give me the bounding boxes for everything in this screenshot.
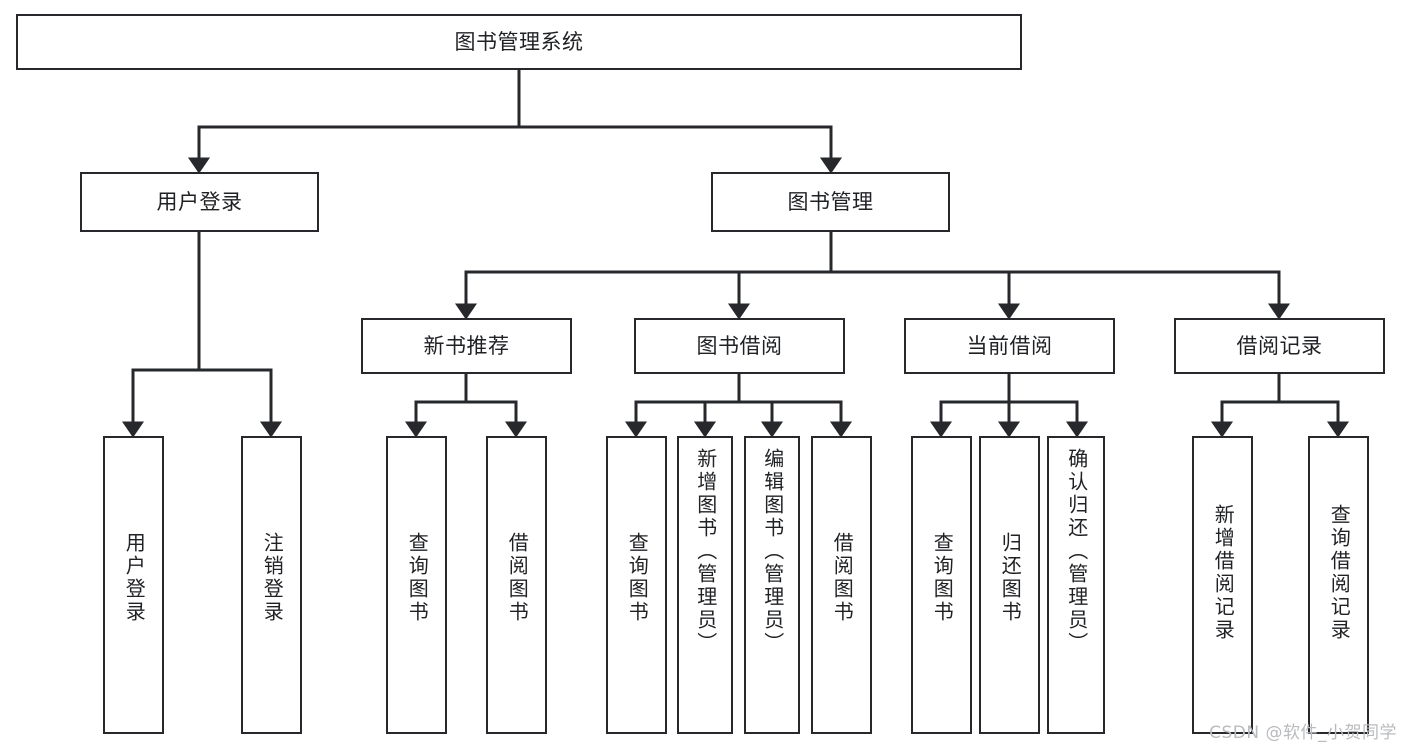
- node-book-management[interactable]: 图书管理: [711, 172, 950, 232]
- leaf-new-book-query[interactable]: 查询图书: [386, 436, 447, 734]
- leaf-record-query[interactable]: 查询借阅记录: [1308, 436, 1369, 734]
- leaf-logout-label: 注销登录: [260, 532, 285, 624]
- node-book-borrow-label: 图书借阅: [696, 333, 783, 358]
- leaf-new-book-query-label: 查询图书: [405, 532, 430, 624]
- leaf-borrow-query-book-label: 查询图书: [625, 532, 650, 624]
- leaf-borrow-query-book[interactable]: 查询图书: [606, 436, 667, 734]
- node-user-login-label: 用户登录: [156, 189, 243, 214]
- leaf-borrow-add-book[interactable]: 新增图书（管理员）: [677, 436, 733, 734]
- leaf-record-query-label: 查询借阅记录: [1327, 504, 1352, 642]
- node-borrow-record-label: 借阅记录: [1236, 333, 1323, 358]
- leaf-current-confirm-return-label: 确认归还（管理员）: [1064, 448, 1089, 655]
- leaf-new-book-borrow[interactable]: 借阅图书: [486, 436, 547, 734]
- leaf-borrow-borrow-book-label: 借阅图书: [830, 532, 855, 624]
- node-new-book-recommend-label: 新书推荐: [423, 333, 510, 358]
- leaf-user-login-label: 用户登录: [122, 532, 147, 624]
- node-root-label: 图书管理系统: [454, 29, 584, 54]
- leaf-record-add-label: 新增借阅记录: [1211, 504, 1236, 642]
- leaf-new-book-borrow-label: 借阅图书: [505, 532, 530, 624]
- node-current-borrow[interactable]: 当前借阅: [904, 318, 1115, 374]
- leaf-borrow-add-book-label: 新增图书（管理员）: [693, 448, 718, 655]
- leaf-user-login[interactable]: 用户登录: [103, 436, 164, 734]
- node-root[interactable]: 图书管理系统: [16, 14, 1022, 70]
- leaf-logout[interactable]: 注销登录: [241, 436, 302, 734]
- leaf-borrow-edit-book[interactable]: 编辑图书（管理员）: [744, 436, 800, 734]
- node-borrow-record[interactable]: 借阅记录: [1174, 318, 1385, 374]
- leaf-borrow-edit-book-label: 编辑图书（管理员）: [760, 448, 785, 655]
- leaf-current-return-book-label: 归还图书: [998, 532, 1023, 624]
- node-user-login[interactable]: 用户登录: [80, 172, 319, 232]
- leaf-borrow-borrow-book[interactable]: 借阅图书: [811, 436, 872, 734]
- leaf-current-confirm-return[interactable]: 确认归还（管理员）: [1047, 436, 1105, 734]
- leaf-current-query-book-label: 查询图书: [930, 532, 955, 624]
- node-new-book-recommend[interactable]: 新书推荐: [361, 318, 572, 374]
- node-book-borrow[interactable]: 图书借阅: [634, 318, 845, 374]
- leaf-record-add[interactable]: 新增借阅记录: [1192, 436, 1253, 734]
- node-current-borrow-label: 当前借阅: [966, 333, 1053, 358]
- leaf-current-query-book[interactable]: 查询图书: [911, 436, 972, 734]
- watermark: CSDN @软件_小贺同学: [1209, 723, 1397, 743]
- leaf-current-return-book[interactable]: 归还图书: [979, 436, 1040, 734]
- node-book-management-label: 图书管理: [787, 189, 874, 214]
